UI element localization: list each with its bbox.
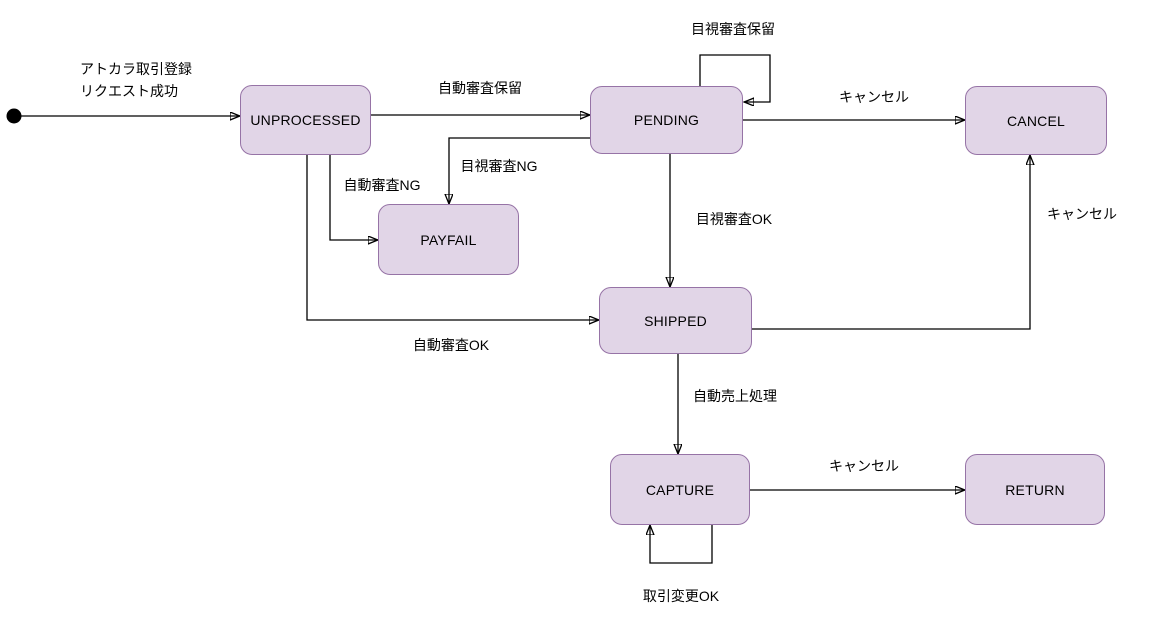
edge-label-shipped-capture: 自動売上処理 <box>693 388 777 404</box>
state-node-pending[interactable]: PENDING <box>590 86 743 154</box>
state-node-payfail[interactable]: PAYFAIL <box>378 204 519 275</box>
edge-label-unprocessed-pending: 自動審査保留 <box>438 80 522 96</box>
state-label-payfail: PAYFAIL <box>420 231 477 248</box>
edge-pending-payfail <box>449 137 590 204</box>
edge-label-start-unprocessed: アトカラ取引登録 リクエスト成功 <box>80 58 192 102</box>
edge-unprocessed-shipped <box>306 155 599 320</box>
state-node-unprocessed[interactable]: UNPROCESSED <box>240 85 371 155</box>
edge-label-pending-self: 目視審査保留 <box>691 21 775 37</box>
edge-pending-self-loop <box>699 54 771 102</box>
edge-label-start-line2: リクエスト成功 <box>80 83 178 99</box>
state-label-unprocessed: UNPROCESSED <box>250 112 361 128</box>
state-node-shipped[interactable]: SHIPPED <box>599 287 752 354</box>
state-label-return: RETURN <box>1005 481 1065 498</box>
edge-label-pending-shipped: 目視審査OK <box>695 211 773 227</box>
edge-shipped-cancel <box>752 155 1030 330</box>
edge-label-shipped-cancel: キャンセル <box>1047 206 1117 222</box>
state-node-capture[interactable]: CAPTURE <box>610 454 750 525</box>
state-label-pending: PENDING <box>633 112 700 128</box>
edge-label-capture-return: キャンセル <box>829 458 899 474</box>
edge-label-pending-cancel: キャンセル <box>839 89 909 105</box>
initial-state-node[interactable] <box>6 108 22 124</box>
edge-label-unprocessed-payfail: 自動審査NG <box>343 177 421 193</box>
edge-label-pending-payfail: 目視審査NG <box>460 158 538 174</box>
edge-label-start-line1: アトカラ取引登録 <box>80 61 192 77</box>
edge-capture-self-loop <box>650 525 713 564</box>
edge-label-capture-self: 取引変更OK <box>642 588 720 604</box>
state-label-capture: CAPTURE <box>645 481 715 498</box>
edge-unprocessed-payfail <box>329 155 378 240</box>
state-node-cancel[interactable]: CANCEL <box>965 86 1107 155</box>
state-label-shipped: SHIPPED <box>644 312 707 329</box>
state-node-return[interactable]: RETURN <box>965 454 1105 525</box>
edge-label-unprocessed-shipped: 自動審査OK <box>412 337 490 353</box>
state-label-cancel: CANCEL <box>1007 112 1065 129</box>
